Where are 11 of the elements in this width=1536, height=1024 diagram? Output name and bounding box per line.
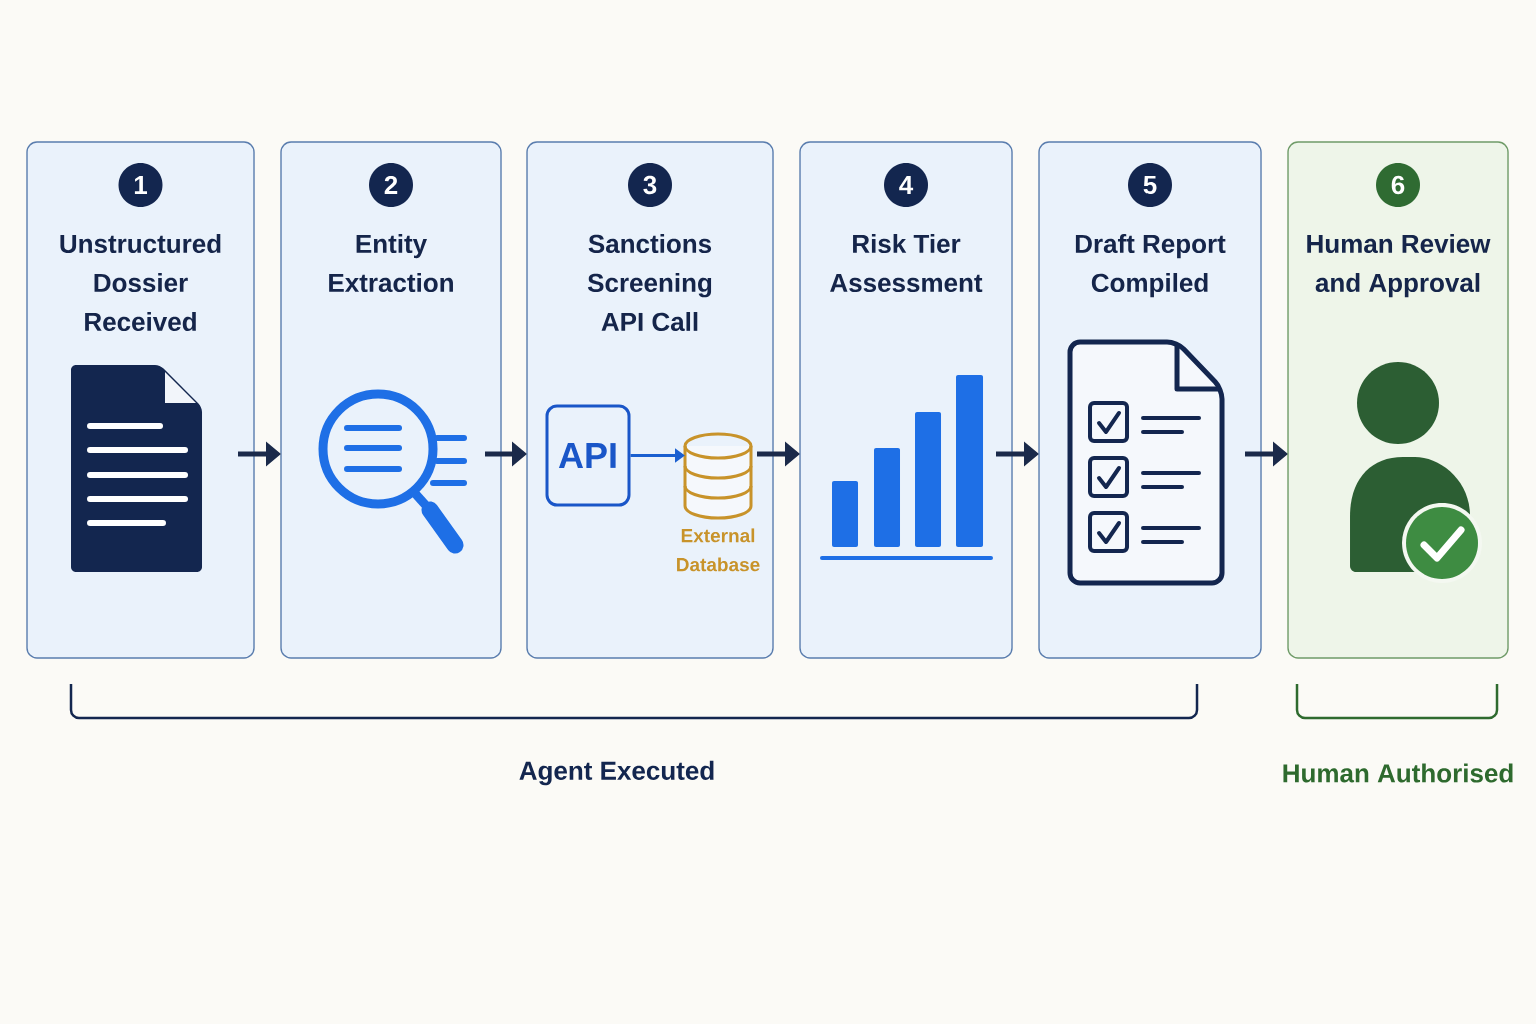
number-badge: 2 [369,163,413,207]
number-badge: 6 [1376,163,1420,207]
number-badge: 3 [628,163,672,207]
api-box: API [545,404,631,507]
group-label: Human Authorised [1283,763,1513,783]
number-badge: 4 [884,163,928,207]
node-label: External Database [677,528,760,572]
group-label: Agent Executed [519,760,714,786]
database-cylinder [683,432,753,520]
number-badge: 5 [1128,163,1172,207]
number-badge: 1 [118,163,163,207]
